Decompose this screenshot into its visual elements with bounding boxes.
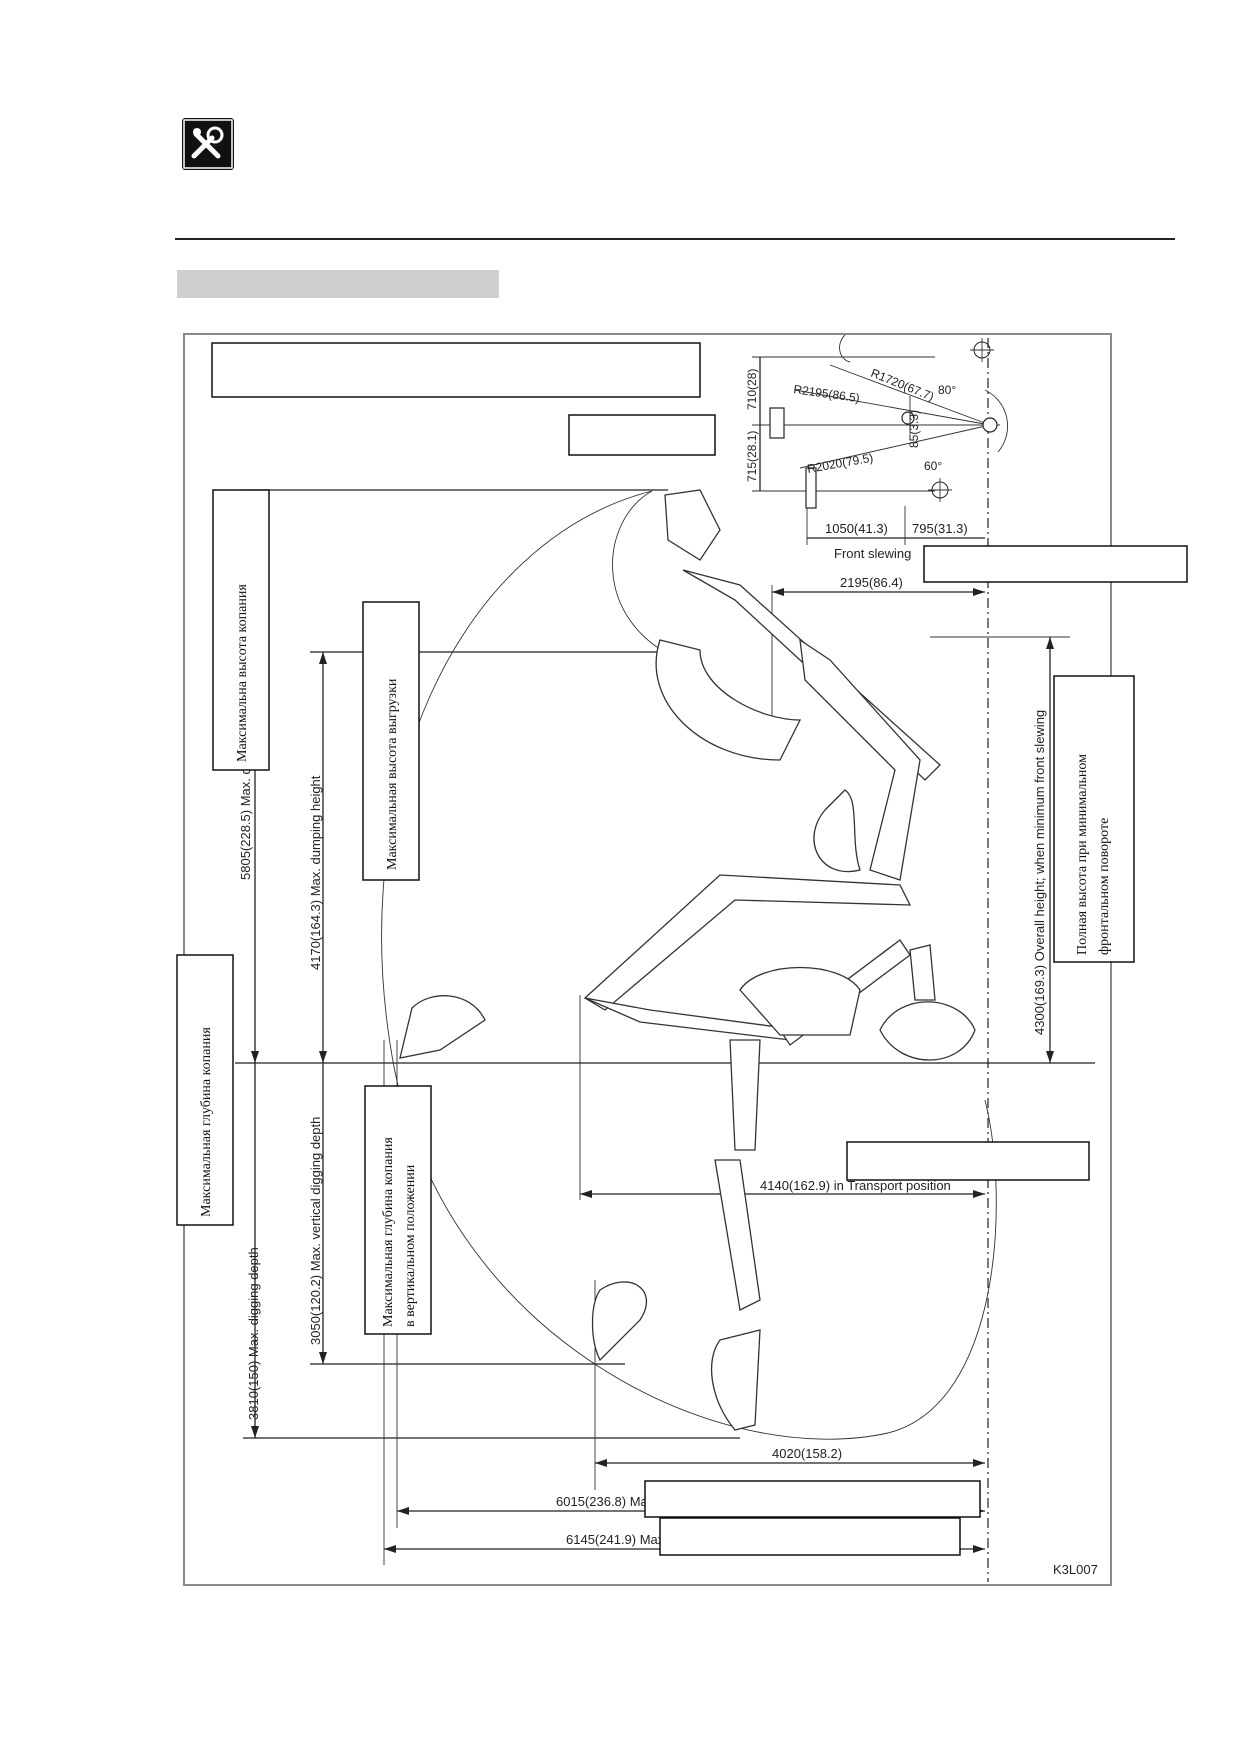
ru-box-max-dig-height (212, 489, 270, 771)
label-r1720: R1720(67.7) (869, 366, 936, 404)
caption-box-front-slewing (923, 545, 1188, 583)
label-max-dumping-height: 4170(164.3) Max. dumping height (308, 775, 323, 970)
label-transport: 4140(162.9) in Transport position (760, 1178, 951, 1193)
ru-box-vert-dig-depth (364, 1085, 432, 1335)
label-80-deg: 80° (938, 383, 956, 397)
ru-label-vert-dig-depth-2: в вертикальном положении (403, 1164, 418, 1327)
ru-label-overall-2: фронтальном повороте (1097, 818, 1112, 955)
ru-label-max-dig-depth: Максимальная глубина копания (199, 1027, 214, 1217)
caption-box-6145 (659, 1517, 961, 1556)
ru-box-max-dig-depth (176, 954, 234, 1226)
label-max-digging-depth: 3810(150) Max. digging depth (246, 1247, 261, 1420)
label-715: 715(28.1) (745, 431, 759, 482)
top-view-slewing-diagram (752, 334, 1008, 545)
header-rule (175, 238, 1175, 240)
section-heading-bar (177, 270, 499, 298)
ru-label-max-dig-height: Максимальна высота копания (235, 584, 250, 762)
caption-box-6015 (644, 1480, 981, 1518)
label-r2195: R2195(86.5) (793, 382, 861, 405)
excavator-arm-positions (399, 489, 976, 1431)
bucket-arc (612, 490, 681, 661)
caption-box-title (211, 342, 701, 398)
label-795: 795(31.3) (912, 521, 968, 536)
label-r2020: R2020(79.5) (806, 451, 874, 476)
label-710: 710(28) (745, 369, 759, 410)
label-front-slewing: Front slewing (834, 546, 911, 561)
label-overall-height: 4300(169.3) Overall height; when minimum… (1032, 710, 1047, 1035)
label-60-deg: 60° (924, 459, 942, 473)
ru-label-max-dump-height: Максимальная высота выгрузки (385, 678, 400, 870)
ru-label-overall-1: Полная высота при минимальном (1075, 754, 1090, 955)
label-2195: 2195(86.4) (840, 575, 903, 590)
caption-box-top-view (568, 414, 716, 456)
label-85: 85(3.3) (907, 410, 921, 448)
arrowheads (251, 588, 1054, 1553)
wrench-screwdriver-icon (182, 118, 234, 170)
label-max-vertical-digging-depth: 3050(120.2) Max. vertical digging depth (308, 1117, 323, 1345)
label-4020: 4020(158.2) (772, 1446, 842, 1461)
ru-box-overall-height (1053, 675, 1135, 963)
caption-box-transport (846, 1141, 1090, 1181)
ru-box-max-dump-height (362, 601, 420, 881)
label-1050: 1050(41.3) (825, 521, 888, 536)
label-k3l007: K3L007 (1053, 1562, 1098, 1577)
reach-arc (381, 490, 997, 1440)
ru-label-vert-dig-depth-1: Максимальная глубина копания (381, 1137, 396, 1327)
